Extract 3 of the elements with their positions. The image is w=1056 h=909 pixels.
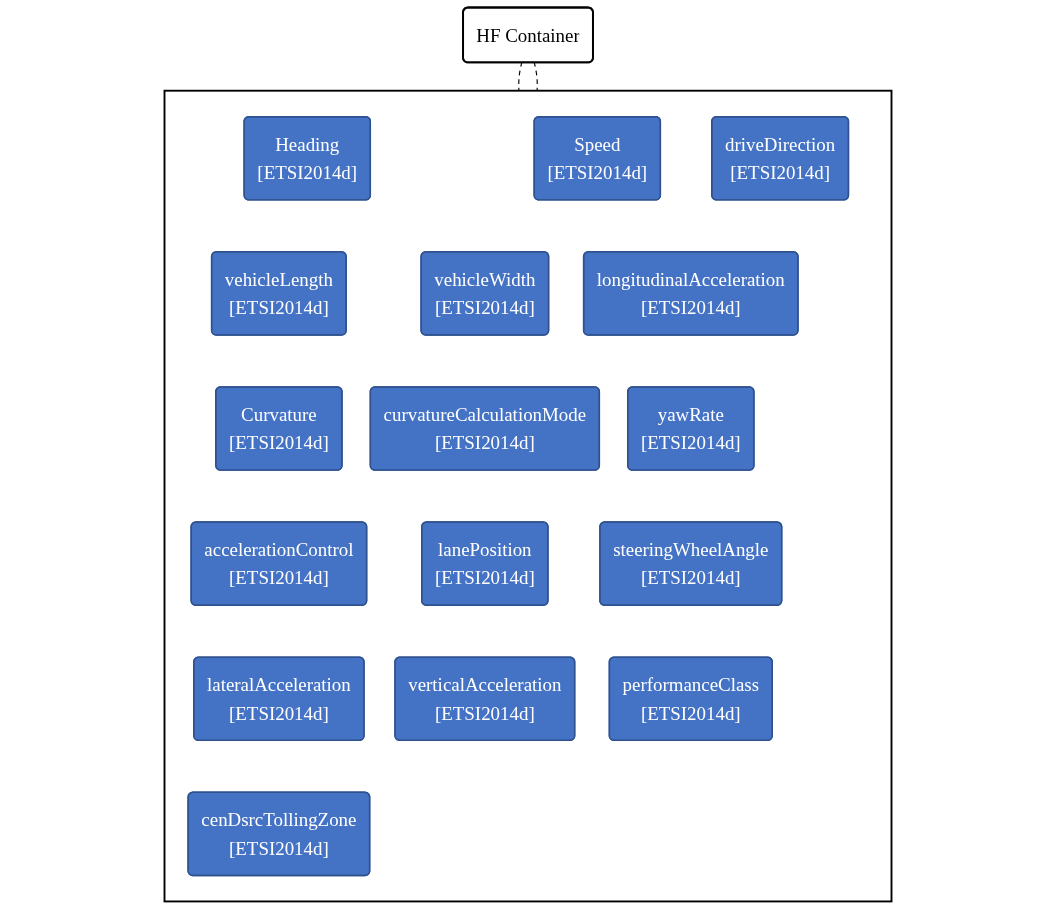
connector (518, 61, 523, 92)
connector (533, 61, 538, 92)
cluster (163, 89, 893, 903)
